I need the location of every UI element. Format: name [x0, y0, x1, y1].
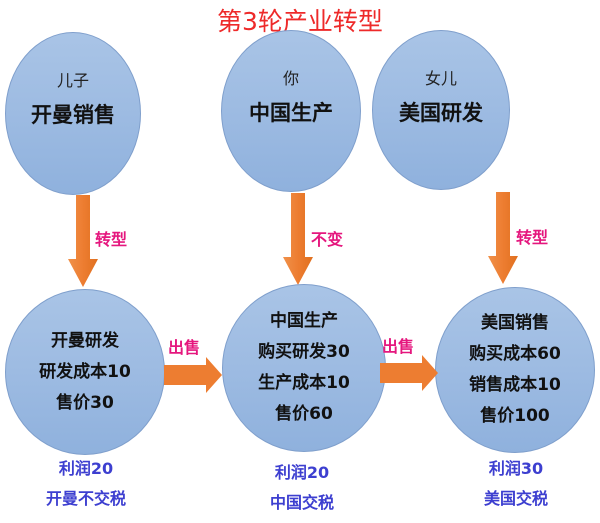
arrow-label-unchanged: 不变 [311, 230, 344, 249]
arrow-right-icon [380, 355, 438, 391]
arrow-down-icon [488, 192, 518, 284]
arrow-label-transform: 转型 [516, 228, 549, 247]
circle-line: 售价30 [56, 392, 114, 413]
circle-line: 售价100 [480, 406, 550, 426]
footer-cayman: 利润20 开曼不交税 [6, 454, 166, 514]
bottom-circle-china-production: 中国生产 购买研发30 生产成本10 售价60 [222, 284, 386, 452]
bottom-circle-us-sales: 美国销售 购买成本60 销售成本10 售价100 [435, 287, 595, 453]
circle-line: 中国生产 [270, 311, 338, 331]
tax-label: 开曼不交税 [45, 489, 126, 508]
circle-line: 销售成本10 [469, 375, 561, 395]
task-label: 开曼销售 [31, 103, 115, 127]
top-circle-son: 儿子 开曼销售 [5, 32, 141, 195]
circle-line: 售价60 [275, 404, 333, 424]
profit-label: 利润20 [274, 463, 330, 482]
circle-line: 购买成本60 [469, 344, 561, 364]
circle-line: 研发成本10 [39, 361, 131, 382]
footer-us: 利润30 美国交税 [436, 454, 596, 514]
circle-line: 生产成本10 [258, 373, 350, 393]
role-label: 你 [282, 69, 299, 88]
arrow-label-sell: 出售 [168, 338, 201, 357]
circle-line: 购买研发30 [258, 342, 350, 362]
arrow-right-icon [164, 357, 222, 393]
role-label: 女儿 [424, 69, 457, 88]
tax-label: 中国交税 [269, 493, 334, 512]
task-label: 中国生产 [249, 101, 333, 125]
arrow-down-icon [283, 193, 313, 285]
circle-line: 美国销售 [481, 313, 549, 333]
tax-label: 美国交税 [483, 489, 548, 508]
top-circle-you: 你 中国生产 [221, 30, 361, 192]
arrow-label-sell: 出售 [382, 337, 415, 356]
role-label: 儿子 [56, 71, 89, 90]
task-label: 美国研发 [399, 101, 483, 125]
circle-line: 开曼研发 [51, 330, 119, 351]
footer-china: 利润20 中国交税 [222, 458, 382, 518]
bottom-circle-cayman-rd: 开曼研发 研发成本10 售价30 [5, 289, 165, 455]
arrow-label-transform: 转型 [95, 230, 128, 249]
profit-label: 利润20 [58, 459, 114, 478]
arrow-down-icon [68, 195, 98, 287]
top-circle-daughter: 女儿 美国研发 [372, 30, 510, 190]
profit-label: 利润30 [488, 459, 544, 478]
